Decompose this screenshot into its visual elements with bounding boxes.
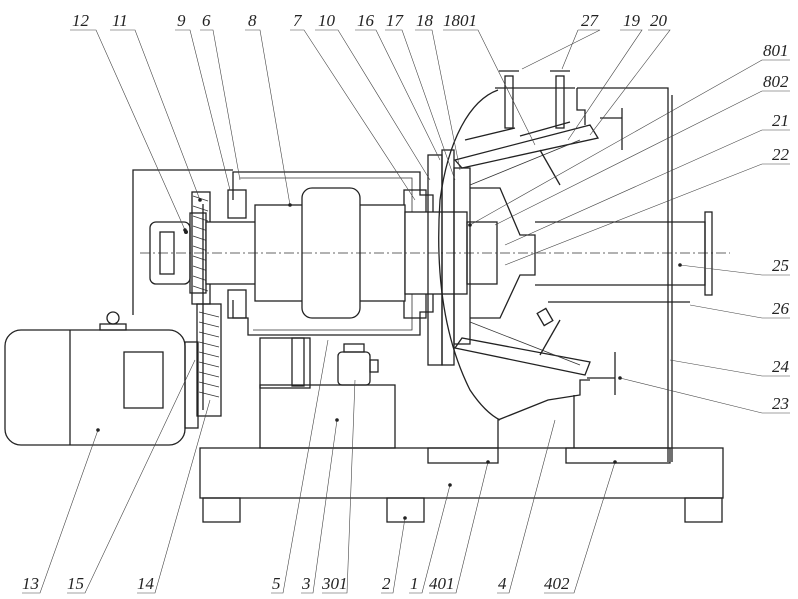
label-4: 4 xyxy=(498,574,507,593)
label-7: 7 xyxy=(293,11,303,30)
label-1801: 1801 xyxy=(443,11,477,30)
label-802: 802 xyxy=(763,72,789,91)
label-21: 21 xyxy=(772,111,789,130)
label-301: 301 xyxy=(321,574,348,593)
label-25: 25 xyxy=(772,256,789,275)
label-17: 17 xyxy=(386,11,405,30)
label-27: 27 xyxy=(581,11,600,30)
label-26: 26 xyxy=(772,299,790,318)
label-15: 15 xyxy=(67,574,84,593)
label-402: 402 xyxy=(544,574,570,593)
spray-pipes xyxy=(465,71,575,140)
label-1: 1 xyxy=(410,574,419,593)
label-3: 3 xyxy=(301,574,311,593)
label-13: 13 xyxy=(22,574,39,593)
label-22: 22 xyxy=(772,145,790,164)
label-23: 23 xyxy=(772,394,789,413)
motor xyxy=(5,312,198,445)
label-9: 9 xyxy=(177,11,186,30)
label-2: 2 xyxy=(382,574,391,593)
label-401: 401 xyxy=(429,574,455,593)
base-frame xyxy=(200,448,723,522)
label-11: 11 xyxy=(112,11,128,30)
label-19: 19 xyxy=(623,11,641,30)
label-12: 12 xyxy=(72,11,90,30)
label-6: 6 xyxy=(202,11,211,30)
feed-pipe xyxy=(535,212,712,326)
leader-lines xyxy=(22,30,790,593)
label-10: 10 xyxy=(318,11,336,30)
label-5: 5 xyxy=(272,574,281,593)
basket xyxy=(455,125,598,375)
label-18: 18 xyxy=(416,11,434,30)
label-801: 801 xyxy=(763,41,789,60)
label-14: 14 xyxy=(137,574,155,593)
pulley-system xyxy=(133,170,233,416)
label-24: 24 xyxy=(772,357,790,376)
label-8: 8 xyxy=(248,11,257,30)
label-20: 20 xyxy=(650,11,668,30)
label-16: 16 xyxy=(357,11,375,30)
support-frame xyxy=(260,338,395,448)
